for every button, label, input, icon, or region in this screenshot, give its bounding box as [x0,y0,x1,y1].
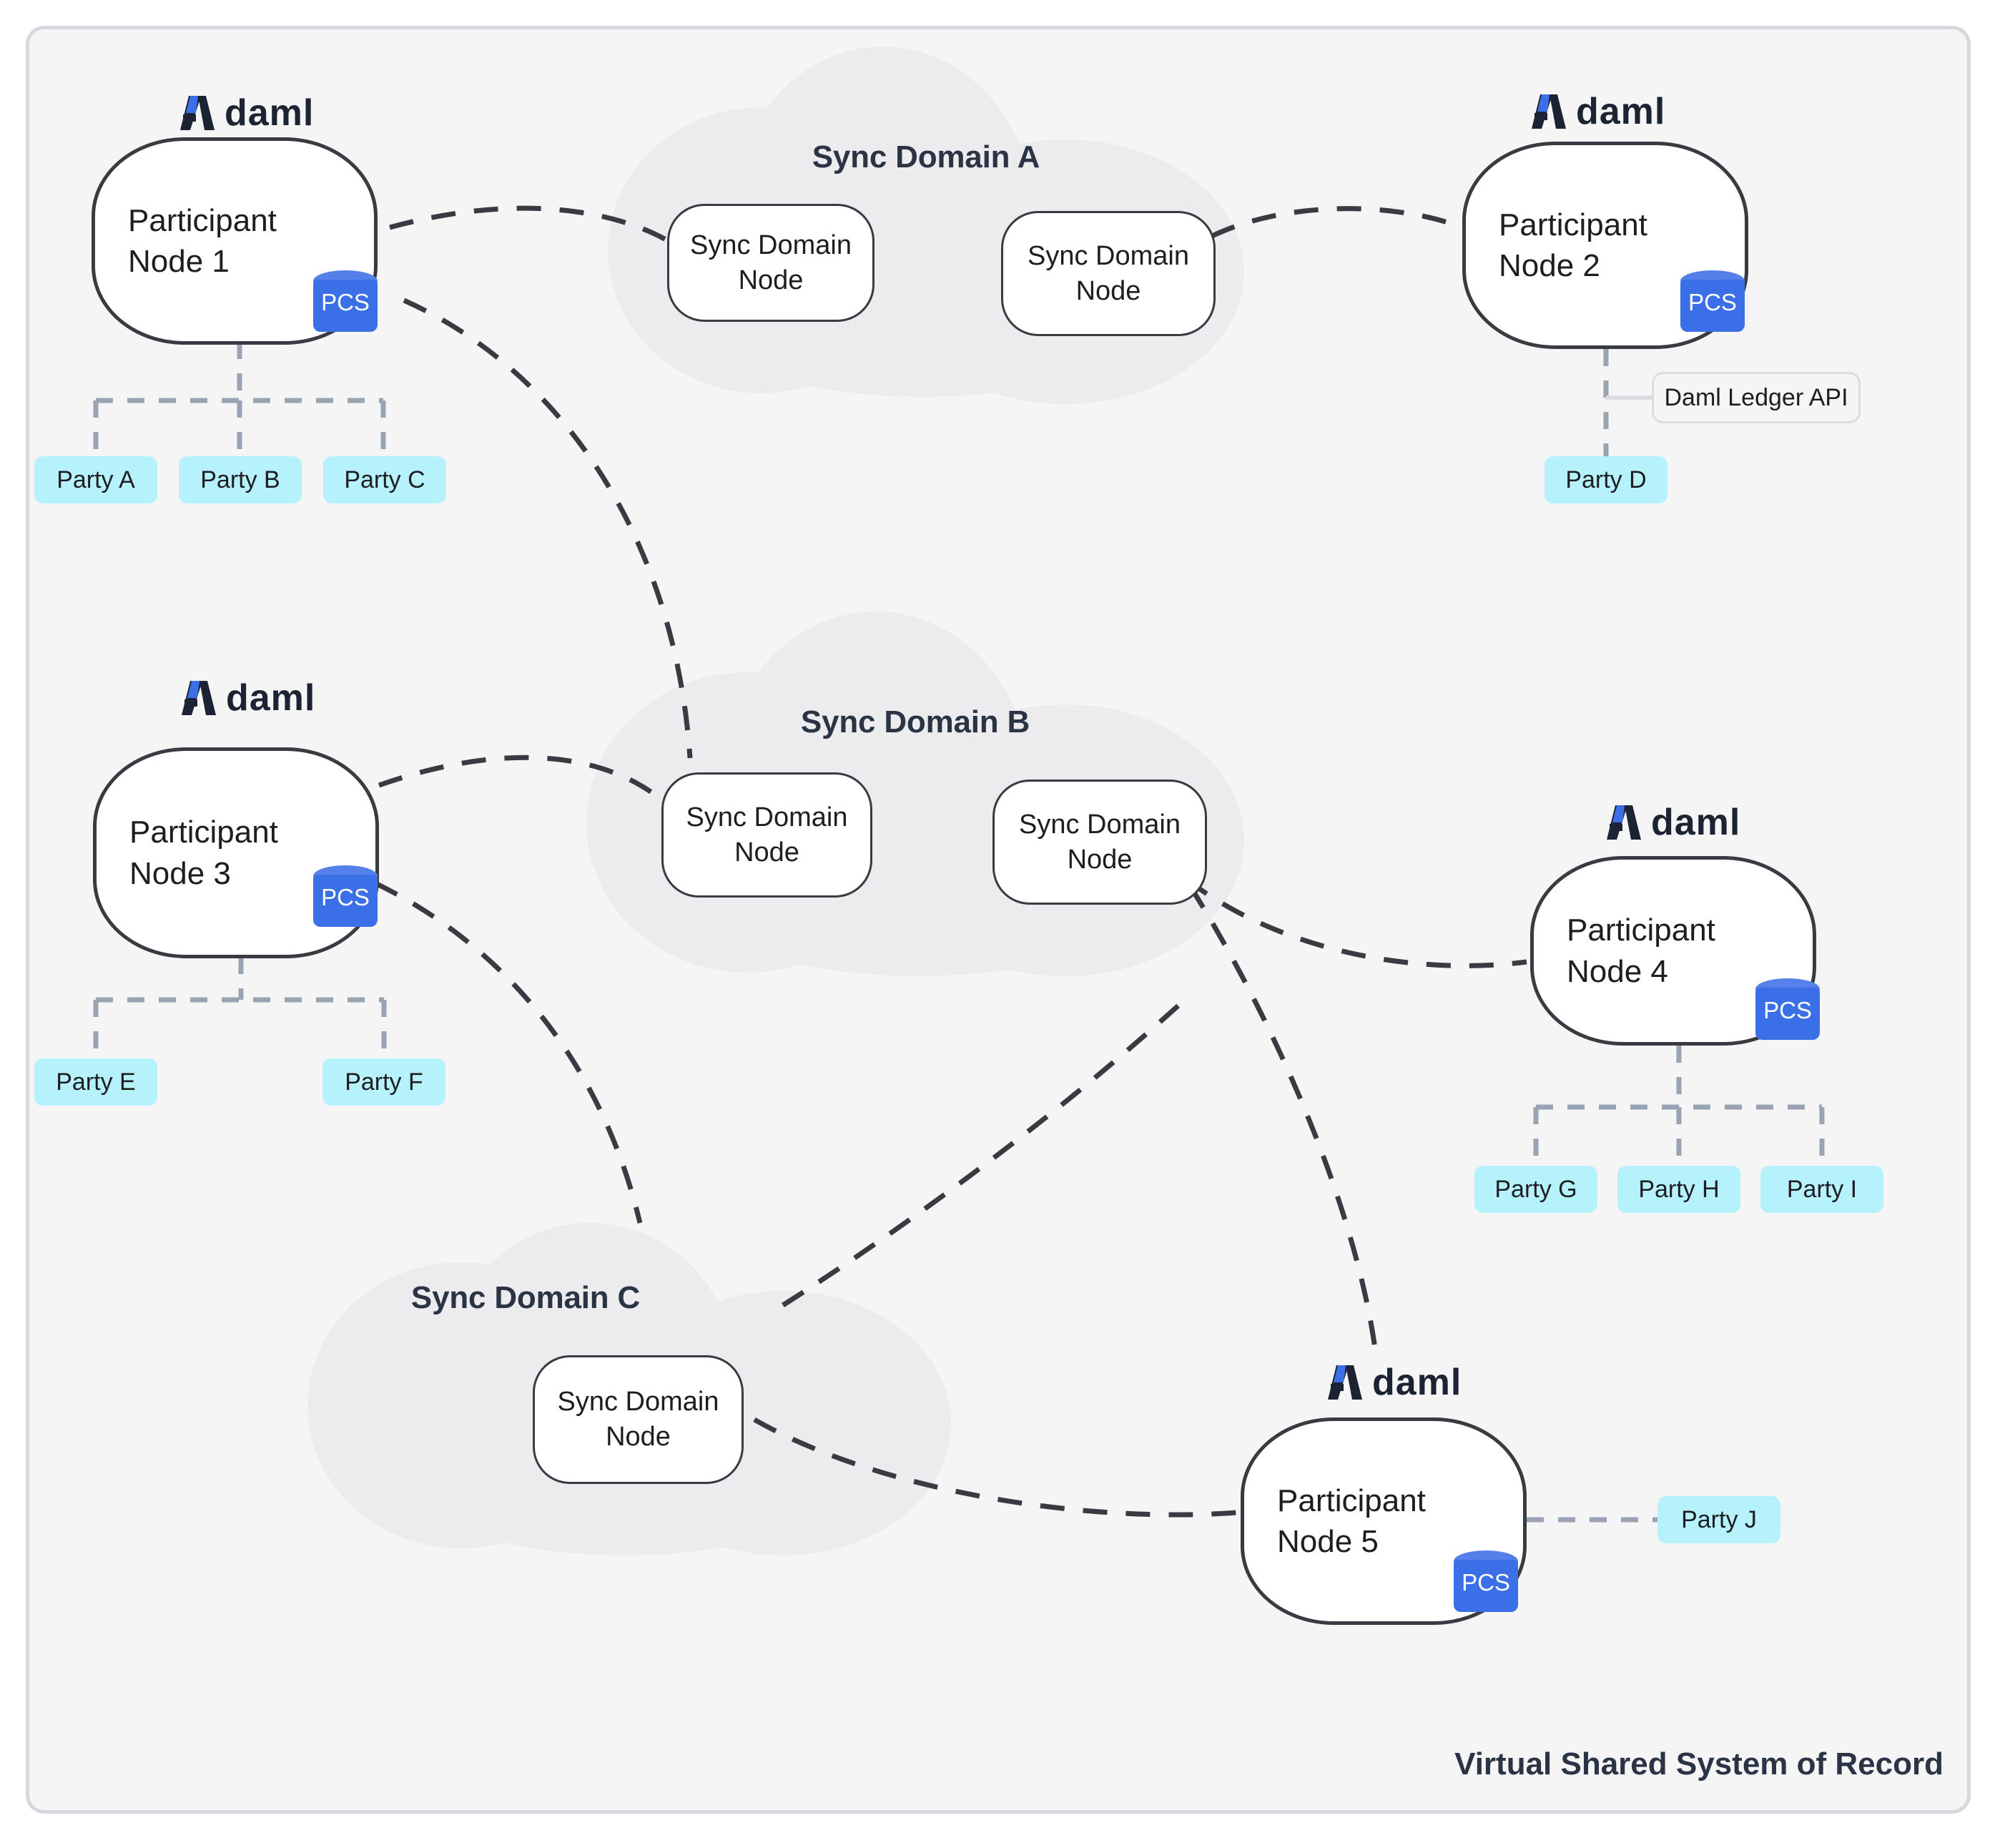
pcs-store-pn1[interactable]: PCS [313,270,378,332]
cloud-title-sync-domain-c: Sync Domain C [410,1280,641,1315]
party-label: Party F [345,1068,423,1096]
party-chip-j[interactable]: Party J [1657,1496,1780,1543]
daml-mark-icon [1328,1365,1362,1400]
pcs-cylinder-body [1454,1560,1518,1612]
daml-wordmark: daml [1576,91,1666,132]
party-label: Party E [56,1068,136,1096]
daml-logo-pn4: daml [1605,802,1740,842]
participant-node-label: Participant Node 3 [129,815,278,891]
party-label: Party G [1494,1175,1577,1203]
party-label: Party H [1638,1175,1720,1203]
cloud-title-sync-domain-a: Sync Domain A [812,139,1040,175]
pcs-label: PCS [1462,1569,1510,1596]
party-label: Party J [1681,1505,1757,1533]
party-chip-f[interactable]: Party F [322,1058,445,1106]
pcs-store-pn3[interactable]: PCS [313,865,378,927]
pcs-store-pn4[interactable]: PCS [1755,978,1820,1040]
sync-domain-node-b2[interactable]: Sync Domain Node [992,780,1207,905]
cloud-title-sync-domain-b: Sync Domain B [800,704,1030,739]
participant-node-label: Participant Node 5 [1277,1483,1426,1559]
party-label: Party B [200,466,280,493]
daml-mark-icon [182,681,216,715]
daml-logo-pn3: daml [180,678,315,718]
sync-domain-node-label: Sync Domain Node [557,1387,719,1452]
sync-domain-node-label: Sync Domain Node [690,230,852,295]
daml-wordmark: daml [225,92,315,134]
participant-node-label: Participant Node 2 [1499,207,1647,283]
daml-logo-pn2: daml [1530,92,1665,132]
pcs-cylinder-body [313,875,378,927]
party-label: Party I [1786,1175,1858,1203]
pcs-store-pn2[interactable]: PCS [1680,270,1745,332]
pcs-label: PCS [1688,289,1737,315]
party-chip-h[interactable]: Party H [1617,1166,1740,1213]
party-chip-d[interactable]: Party D [1545,456,1667,503]
daml-wordmark: daml [226,677,316,719]
sync-domain-node-label: Sync Domain Node [1019,809,1181,875]
daml-logo-pn1: daml [179,93,314,133]
diagram-caption: Virtual Shared System of Record [1454,1746,1944,1781]
party-chip-g[interactable]: Party G [1474,1166,1597,1213]
sync-domain-node-a1[interactable]: Sync Domain Node [667,204,875,322]
sync-domain-node-label: Sync Domain Node [1028,240,1189,306]
pcs-store-pn5[interactable]: PCS [1454,1550,1518,1612]
daml-mark-icon [1607,805,1641,840]
participant-node-label: Participant Node 4 [1567,913,1715,989]
daml-mark-icon [1532,94,1566,129]
sync-domain-node-c1[interactable]: Sync Domain Node [533,1355,744,1484]
pcs-label: PCS [1763,997,1812,1023]
party-chip-e[interactable]: Party E [34,1058,157,1106]
daml-ledger-api-label: Daml Ledger API [1664,383,1848,411]
daml-wordmark: daml [1651,802,1741,843]
sync-domain-node-a2[interactable]: Sync Domain Node [1001,211,1216,336]
participant-node-label: Participant Node 1 [128,202,277,279]
party-label: Party C [344,466,425,493]
sync-domain-node-label: Sync Domain Node [686,802,848,868]
daml-logo-pn5: daml [1326,1362,1462,1402]
pcs-label: PCS [321,289,370,315]
daml-ledger-api-box: Daml Ledger API [1652,372,1861,423]
party-label: Party A [56,466,135,493]
party-chip-b[interactable]: Party B [179,456,302,503]
pcs-cylinder-body [1680,280,1745,332]
pcs-cylinder-body [1755,988,1820,1040]
pcs-label: PCS [321,884,370,910]
pcs-cylinder-body [313,280,378,332]
sync-domain-node-b1[interactable]: Sync Domain Node [661,772,872,898]
party-chip-c[interactable]: Party C [323,456,446,503]
party-label: Party D [1565,466,1647,493]
party-chip-i[interactable]: Party I [1760,1166,1883,1213]
daml-mark-icon [180,96,215,130]
party-chip-a[interactable]: Party A [34,456,157,503]
daml-wordmark: daml [1372,1362,1462,1403]
